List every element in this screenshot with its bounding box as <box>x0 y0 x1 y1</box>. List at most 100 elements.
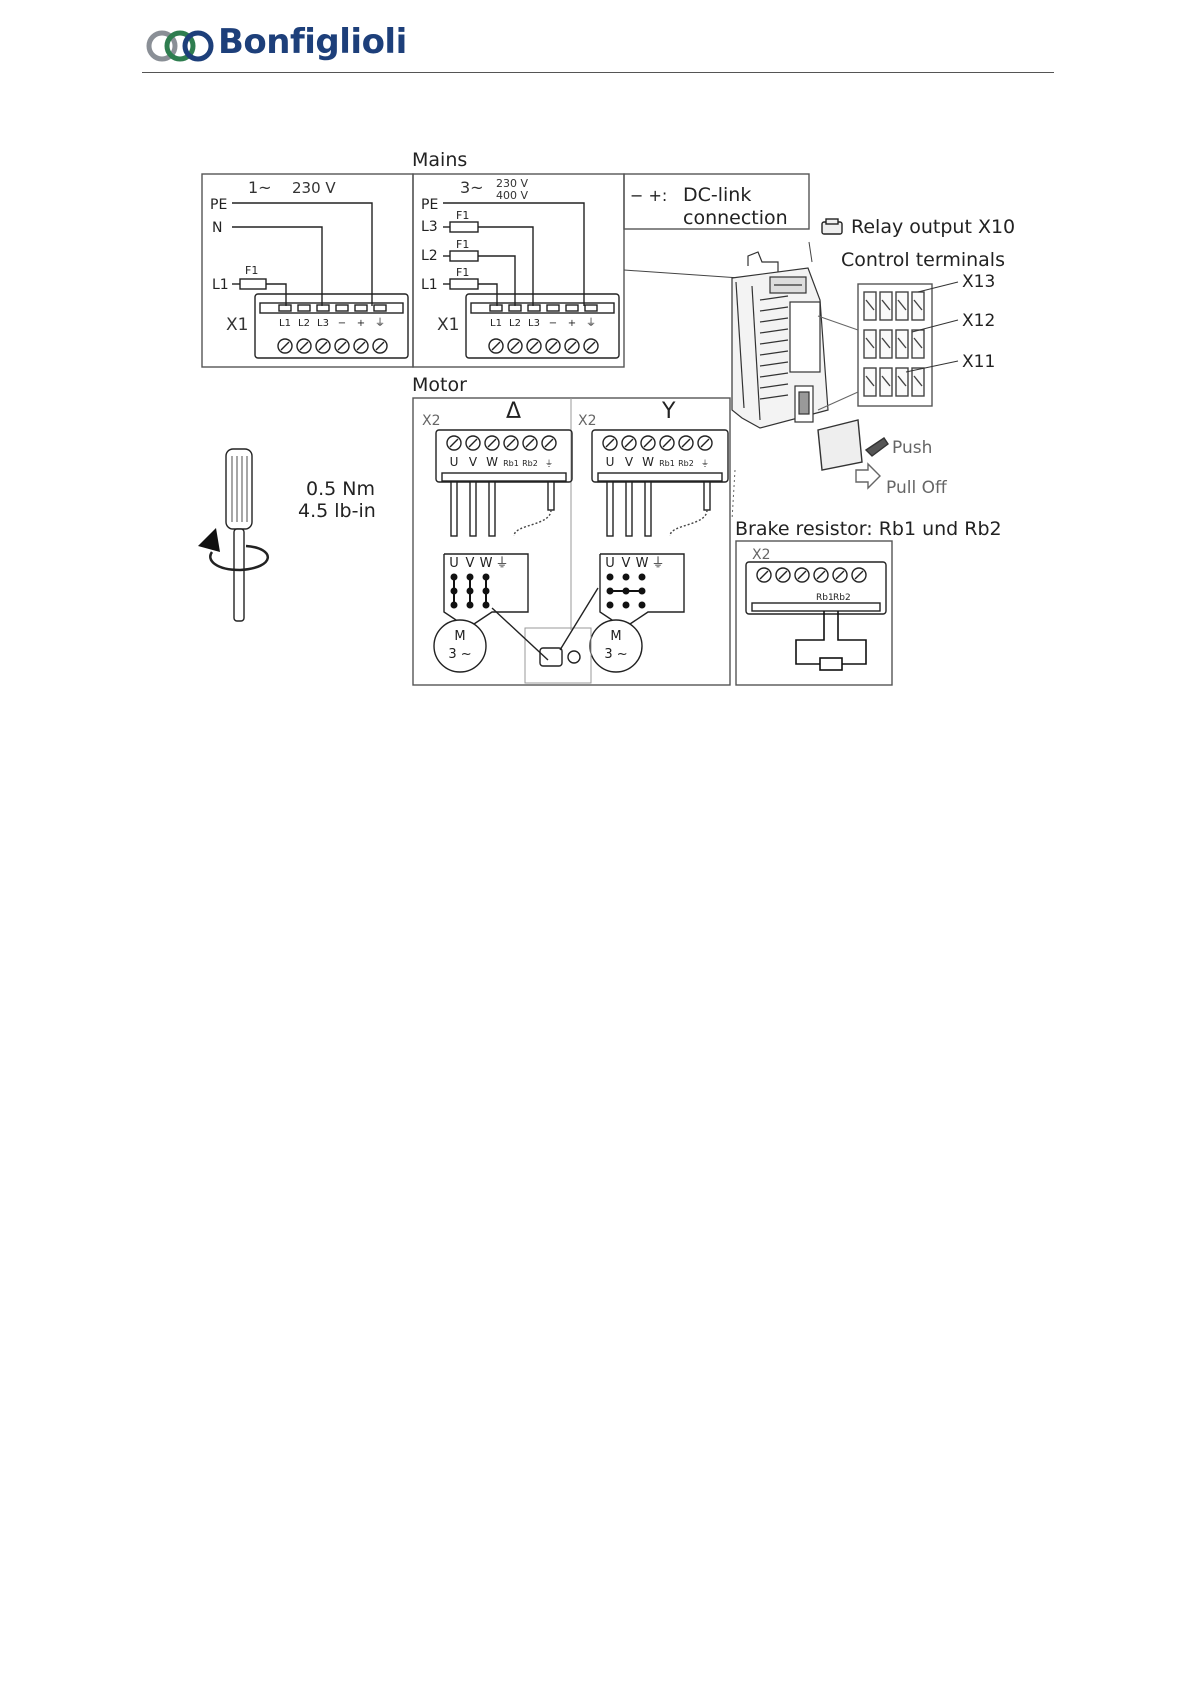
mains-title: Mains <box>412 149 467 171</box>
cable <box>625 481 633 537</box>
motor-icon <box>589 619 643 673</box>
motor-connection-icon <box>491 587 599 684</box>
pull-off-label: Pull Off <box>886 478 948 498</box>
x2-terminal-label: Rb2 <box>522 459 538 468</box>
x2-terminal-label: V <box>625 455 634 469</box>
l3-label: L3 <box>421 219 438 235</box>
x13-label: X13 <box>962 272 995 292</box>
x2-label: X2 <box>578 413 597 429</box>
x1-terminal-label: + <box>357 318 365 329</box>
pe-label: PE <box>210 197 227 213</box>
motor-m-label: M <box>610 629 621 644</box>
motor-terminal-label: V <box>466 556 475 571</box>
relay-output-label: Relay output X10 <box>851 216 1015 238</box>
x1-terminal-label: ⏚ <box>375 317 385 329</box>
terminal-dot <box>638 601 646 609</box>
relay-output-icon <box>821 218 843 235</box>
three-phase-voltage-1: 230 V <box>496 177 528 190</box>
x1-terminal-label: L3 <box>317 318 329 329</box>
terminal-dot <box>606 601 614 609</box>
x2-terminal-label: ⏚ <box>545 459 553 468</box>
motor-phase-label: 3 ~ <box>604 647 627 662</box>
motor-terminal-label: U <box>449 556 459 571</box>
x2-terminal-label: Rb1 <box>659 459 675 468</box>
push-hand-icon <box>864 437 889 457</box>
cable <box>450 481 458 537</box>
x1-terminal-slot <box>316 304 330 312</box>
x2-terminal-label: Rb2 <box>678 459 694 468</box>
x1-terminal-label: L2 <box>298 318 310 329</box>
terminal-dot <box>606 573 614 581</box>
x1-terminal-slot <box>489 304 503 312</box>
brake-x2-label: X2 <box>752 547 771 563</box>
torque-nm: 0.5 Nm <box>306 478 375 500</box>
x2-terminal-label: V <box>469 455 478 469</box>
cover-removal: Push Pull Off <box>817 419 948 498</box>
torque-lbin: 4.5 lb-in <box>298 500 376 522</box>
motor-terminal-label: W <box>480 556 493 571</box>
pe-cable <box>703 481 711 511</box>
x1-terminal-slot <box>335 304 349 312</box>
x1-label-3ph: X1 <box>437 315 459 335</box>
motor-phase-label: 3 ~ <box>448 647 471 662</box>
x1-terminal-slot <box>297 304 311 312</box>
x1-terminal-label: L1 <box>490 318 502 329</box>
brake-rb1-label: Rb1 <box>816 593 834 603</box>
terminal-dot <box>622 573 630 581</box>
motor-terminal-label: U <box>605 556 615 571</box>
motor-terminal-label: ⏚ <box>651 556 664 571</box>
dc-link-line1: DC-link <box>683 184 751 206</box>
x1-terminal-slot <box>278 304 292 312</box>
x2-terminal-label: U <box>606 455 615 469</box>
x1-label: X1 <box>226 315 248 335</box>
l2-label: L2 <box>421 248 438 264</box>
fuse-label: F1 <box>245 264 258 277</box>
x2-terminal-label: W <box>486 455 498 469</box>
brake-resistor-panel: X2 Rb1 Rb2 <box>735 540 893 686</box>
x1-terminal-slot <box>508 304 522 312</box>
single-phase-terminals: L1 L2 L3−+ ⏚ <box>277 304 388 354</box>
cable <box>488 481 496 537</box>
dc-link-box: − +: DC-link connection <box>623 173 810 230</box>
three-phase-panel: 3~ 230 V 400 V PE L3 L2 L1 F1 F1 F1 X1 L… <box>412 173 625 368</box>
x1-terminal-label: L1 <box>279 318 291 329</box>
motor-icon <box>433 619 487 673</box>
fuse-icon-l1 <box>449 278 479 290</box>
terminal-dot <box>638 573 646 581</box>
x1-terminal-label: − <box>549 318 557 329</box>
terminal-dot <box>622 601 630 609</box>
fuse-label-1: F1 <box>456 266 469 279</box>
fuse-label-3: F1 <box>456 209 469 222</box>
x1-terminal-slot <box>546 304 560 312</box>
motor-terminal-label: ⏚ <box>495 556 508 571</box>
x1-terminal-label: L3 <box>528 318 540 329</box>
fuse-icon-l3 <box>449 221 479 233</box>
three-phase-label: 3~ <box>460 178 484 197</box>
x1-terminal-slot <box>584 304 598 312</box>
x1-terminal-label: L2 <box>509 318 521 329</box>
x1-terminal-label: ⏚ <box>586 317 596 329</box>
header-rule <box>142 72 1054 73</box>
brake-title: Brake resistor: Rb1 und Rb2 <box>735 518 1002 540</box>
cable <box>469 481 477 537</box>
brake-rb2-label: Rb2 <box>833 593 851 603</box>
n-label: N <box>212 220 222 236</box>
x1-terminal-slot <box>565 304 579 312</box>
star-symbol: Y <box>661 399 676 424</box>
control-terminals-label: Control terminals <box>841 249 1005 271</box>
brand-name: Bonfiglioli <box>218 22 407 62</box>
x2-terminal-label: W <box>642 455 654 469</box>
x1-terminal-slot <box>354 304 368 312</box>
l1-label-3ph: L1 <box>421 277 438 293</box>
x1-terminal-label: − <box>338 318 346 329</box>
x1-terminal-slot <box>527 304 541 312</box>
x2-terminal-block <box>591 429 729 483</box>
x2-terminal-label: Rb1 <box>503 459 519 468</box>
three-phase-voltage-2: 400 V <box>496 189 528 202</box>
motor-terminal-label: V <box>622 556 631 571</box>
